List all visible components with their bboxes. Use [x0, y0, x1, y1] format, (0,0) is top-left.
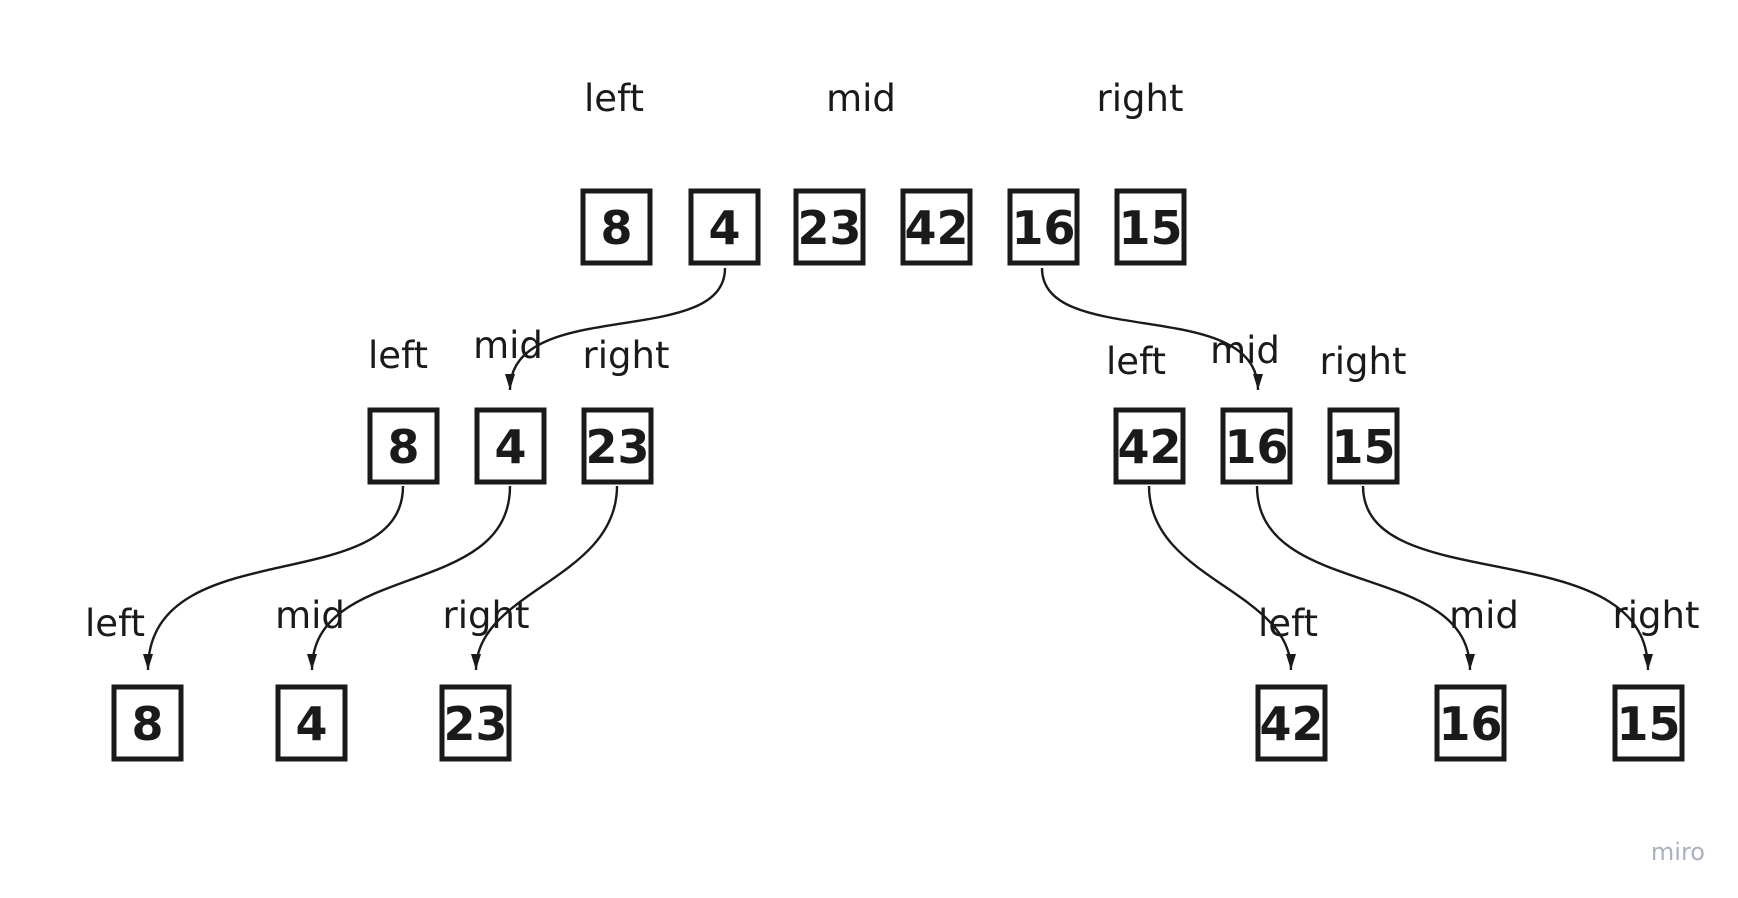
cell-value: 42 [1259, 697, 1323, 751]
array-cell: 23 [581, 407, 654, 485]
label-mid: mid [473, 324, 543, 367]
array-cell: 15 [1327, 407, 1400, 485]
array-cell: 4 [688, 188, 761, 266]
label-left: left [368, 334, 428, 377]
array-cell: 42 [1255, 684, 1328, 762]
cell-value: 23 [797, 201, 861, 255]
arrow-15-to-right [1361, 485, 1653, 671]
arrow-16-to-mid [1255, 485, 1475, 671]
level-bottom-right: left mid right 42 16 15 [1255, 594, 1700, 762]
cell-value: 16 [1224, 420, 1288, 474]
label-mid: mid [275, 594, 345, 637]
label-mid: mid [1449, 594, 1519, 637]
array-cell: 15 [1114, 188, 1187, 266]
level-middle-left: left mid right 8 4 23 [367, 324, 670, 485]
array-cell: 23 [439, 684, 512, 762]
connectors [143, 267, 1653, 671]
label-left: left [1106, 340, 1166, 383]
arrow-top-16-to-mid-right [1040, 267, 1263, 391]
cell-value: 16 [1438, 697, 1502, 751]
label-right: right [1613, 594, 1700, 637]
miro-watermark: miro [1651, 838, 1705, 866]
array-cell: 8 [111, 684, 184, 762]
cell-value: 4 [494, 420, 526, 474]
array-cell: 8 [367, 407, 440, 485]
cell-value: 8 [387, 420, 419, 474]
arrow-42-to-left [1147, 485, 1296, 671]
array-cell: 15 [1612, 684, 1685, 762]
array-cell: 42 [900, 188, 973, 266]
cell-value: 42 [1117, 420, 1181, 474]
array-cell: 16 [1220, 407, 1293, 485]
cell-value: 15 [1118, 201, 1182, 255]
label-left: left [584, 77, 644, 120]
label-right: right [1320, 340, 1407, 383]
array-cell: 16 [1434, 684, 1507, 762]
cell-value: 8 [131, 697, 163, 751]
cell-value: 8 [600, 201, 632, 255]
label-left: left [85, 602, 145, 645]
array-cell: 23 [793, 188, 866, 266]
label-mid: mid [826, 77, 896, 120]
label-right: right [443, 594, 530, 637]
cell-value: 23 [443, 697, 507, 751]
array-cell: 42 [1113, 407, 1186, 485]
label-right: right [583, 334, 670, 377]
level-bottom-left: left mid right 8 4 23 [85, 594, 530, 762]
label-mid: mid [1210, 329, 1280, 372]
array-cell: 4 [474, 407, 547, 485]
cell-value: 4 [295, 697, 327, 751]
cell-value: 16 [1011, 201, 1075, 255]
arrow-8-to-left [143, 485, 405, 671]
arrow-top-4-to-mid-left [505, 267, 727, 391]
label-left: left [1258, 602, 1318, 645]
level-middle-right: left mid right 42 16 15 [1106, 329, 1407, 485]
arrow-4-to-mid [307, 485, 512, 671]
arrow-23-to-right [471, 485, 619, 671]
array-cell: 16 [1007, 188, 1080, 266]
array-cell: 8 [580, 188, 653, 266]
cell-value: 15 [1331, 420, 1395, 474]
cell-value: 23 [585, 420, 649, 474]
cell-value: 15 [1616, 697, 1680, 751]
level-top: left mid right 8 4 23 42 16 15 [580, 77, 1187, 266]
cell-value: 4 [708, 201, 740, 255]
array-cell: 4 [275, 684, 348, 762]
cell-value: 42 [904, 201, 968, 255]
label-right: right [1097, 77, 1184, 120]
